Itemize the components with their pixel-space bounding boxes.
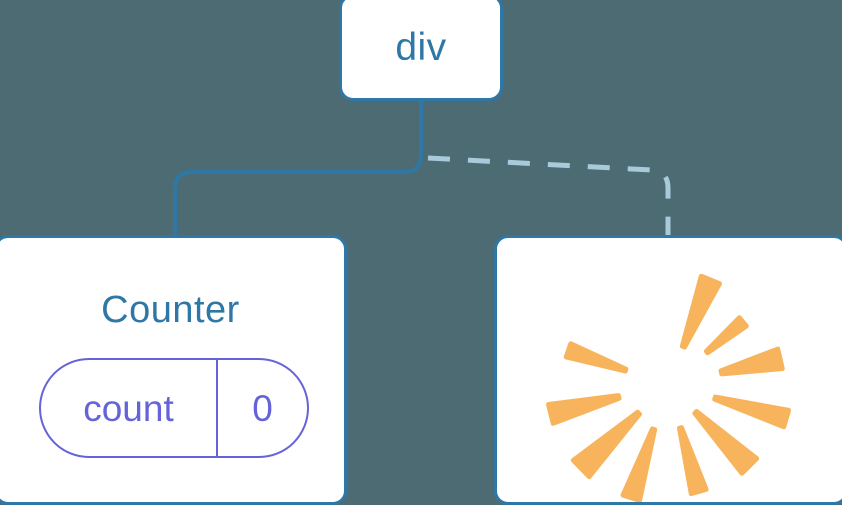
burst-ray-8	[570, 409, 642, 480]
burst-ray-5	[692, 408, 760, 476]
state-value-label: 0	[252, 387, 273, 429]
burst-ray-10	[563, 341, 629, 374]
burst-ray-1	[679, 273, 723, 350]
state-pill[interactable]: count 0	[39, 358, 309, 458]
edge-div-to-burst	[427, 155, 671, 238]
div-node[interactable]: div	[339, 0, 503, 101]
burst-ray-2	[703, 315, 749, 356]
edge-div-to-counter	[173, 98, 423, 240]
re-render-burst-icon	[546, 273, 792, 502]
counter-node[interactable]: Counter count 0	[0, 235, 347, 505]
state-key-label: count	[41, 360, 218, 456]
counter-node-label: Counter	[101, 289, 240, 331]
burst-ray-7	[620, 426, 658, 502]
burst-ray-6	[676, 425, 709, 497]
burst-ray-9	[546, 393, 622, 426]
burst-ray-3	[718, 346, 785, 377]
burst-ray-4	[712, 394, 792, 430]
render-burst-node[interactable]	[494, 235, 842, 505]
div-node-label: div	[395, 26, 447, 69]
